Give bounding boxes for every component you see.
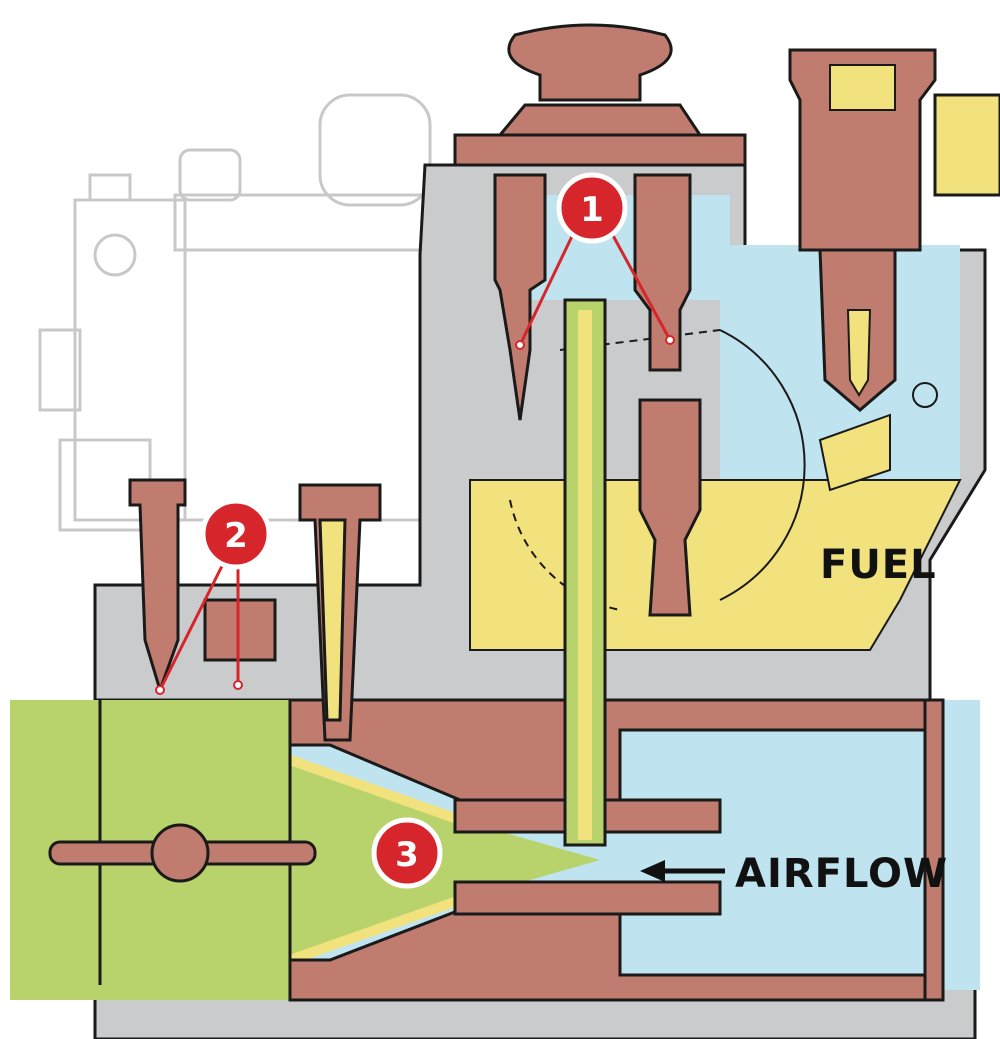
callout-badge-1: 1 <box>556 172 628 244</box>
ghost-linkage <box>38 93 432 532</box>
main-jet-body <box>638 398 702 617</box>
main-nozzle <box>563 298 607 847</box>
wing-nut <box>507 23 673 102</box>
inlet-hatch <box>829 64 896 111</box>
inlet-pipe <box>933 93 1000 197</box>
fuel-inlet <box>788 48 1000 412</box>
fuel-label: FUEL <box>820 542 937 588</box>
callout-number-3: 3 <box>395 835 419 875</box>
idle-screws <box>128 478 382 742</box>
idle-adjuster-core <box>318 518 347 722</box>
leader-1-right <box>608 229 672 341</box>
jet-needle-left <box>493 173 547 421</box>
top-cover <box>453 23 747 167</box>
inlet-fitting <box>788 48 937 252</box>
main-nozzle-core <box>578 310 592 840</box>
callout-number-1: 1 <box>580 190 604 230</box>
cover-dome <box>496 103 703 137</box>
leader-lines <box>158 229 672 691</box>
leader-1-left <box>518 229 577 346</box>
barrel-mixture-edge-top <box>288 755 462 825</box>
idle-mixture-screw <box>128 478 187 695</box>
callout-badge-3: 3 <box>371 817 443 889</box>
airflow-arrow <box>640 860 725 882</box>
inlet-needle-tip <box>846 309 872 397</box>
throttle-shaft <box>150 823 210 883</box>
cover-plate <box>453 133 747 167</box>
barrel-end-flange <box>923 698 945 1002</box>
airflow-label: AIRFLOW <box>735 851 948 897</box>
venturi-inner-lower <box>453 880 722 916</box>
idle-speed-screw <box>203 598 277 662</box>
callout-badge-2: 2 <box>200 498 272 570</box>
float-spring <box>912 382 938 408</box>
jet-needle-right <box>633 173 692 372</box>
barrel-mixture-edge-bottom <box>288 895 462 965</box>
leader-2-left <box>158 559 227 691</box>
throttle <box>48 823 317 883</box>
float-lever <box>818 413 891 492</box>
leader-endpoints <box>155 335 675 695</box>
float-arc <box>719 329 806 601</box>
jet-needles <box>493 173 702 617</box>
callout-number-2: 2 <box>224 516 248 556</box>
